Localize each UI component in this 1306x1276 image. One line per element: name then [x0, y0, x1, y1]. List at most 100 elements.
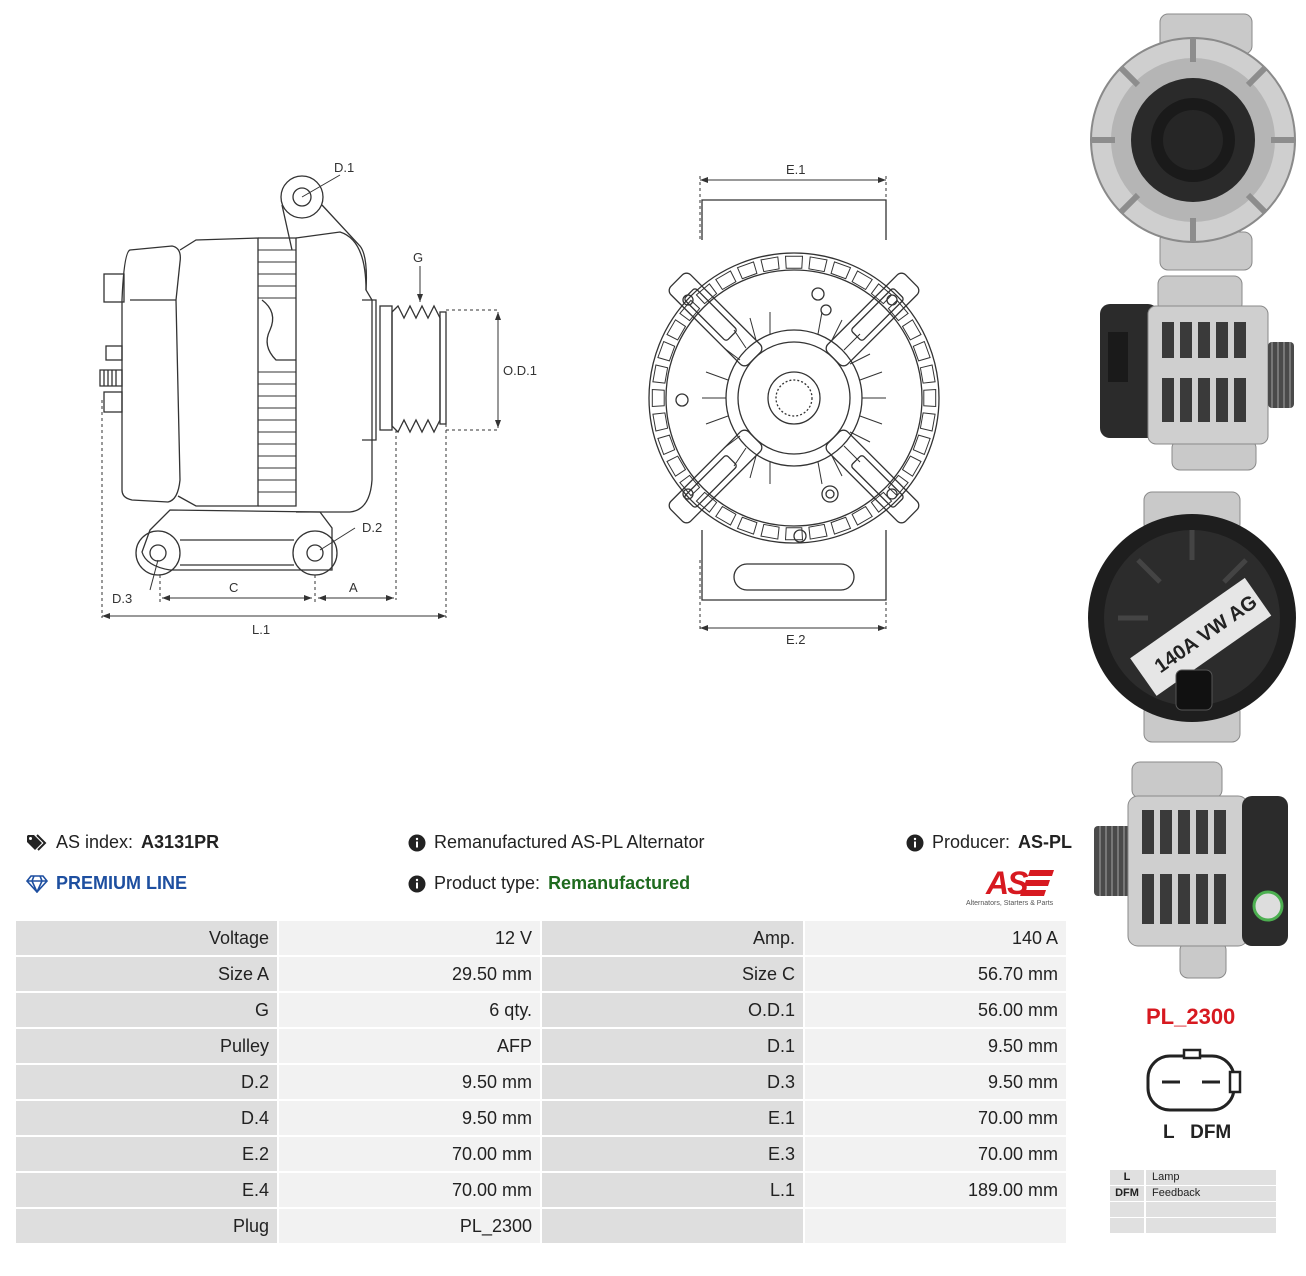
spec-key: D.2 [16, 1065, 277, 1099]
spec-value: PL_2300 [279, 1209, 540, 1243]
info-icon [408, 875, 426, 892]
spec-value: 9.50 mm [805, 1065, 1066, 1099]
plug-legend-desc [1146, 1202, 1276, 1217]
ring-tooth [851, 270, 873, 291]
ring-tooth [695, 491, 718, 513]
ring-tooth [760, 256, 780, 273]
spec-key: Pulley [16, 1029, 277, 1063]
label-e1: E.1 [786, 162, 806, 177]
spec-key: L.1 [542, 1173, 803, 1207]
plug-legend-desc: Feedback [1146, 1186, 1276, 1201]
ring-tooth [851, 505, 873, 526]
ring-tooth [651, 388, 665, 408]
diamond-icon [26, 874, 48, 893]
ring-tooth [666, 319, 687, 341]
label-od1: O.D.1 [503, 363, 537, 378]
spec-value: 12 V [279, 921, 540, 955]
spec-value: 9.50 mm [279, 1065, 540, 1099]
ring-tooth [919, 412, 936, 432]
spec-key: E.4 [16, 1173, 277, 1207]
info-icon [408, 834, 426, 851]
ring-tooth [679, 299, 701, 322]
premium-line-label: PREMIUM LINE [56, 873, 188, 893]
product-title-line: Remanufactured AS-PL Alternator [408, 832, 704, 853]
ring-tooth [715, 505, 737, 526]
spec-value: 56.70 mm [805, 957, 1066, 991]
ring-tooth [923, 388, 937, 408]
spec-key [542, 1209, 803, 1243]
spec-key: D.3 [542, 1065, 803, 1099]
ring-tooth [808, 256, 828, 273]
plug-connector-icon [1146, 1048, 1242, 1112]
spec-value: 70.00 mm [279, 1173, 540, 1207]
ring-tooth [887, 299, 909, 322]
label-c: C [229, 580, 238, 595]
ring-tooth [666, 455, 687, 477]
ring-tooth [901, 319, 922, 341]
ring-tooth [919, 364, 936, 384]
producer-label: Producer: [932, 832, 1011, 852]
spec-key: Plug [16, 1209, 277, 1243]
label-l1: L.1 [252, 622, 270, 637]
info-icon [906, 834, 924, 851]
ring-tooth [736, 261, 758, 280]
premium-line: PREMIUM LINE [26, 873, 187, 894]
spec-key: D.4 [16, 1101, 277, 1135]
ring-tooth [695, 283, 718, 305]
spec-value: 70.00 mm [279, 1137, 540, 1171]
ring-tooth [870, 491, 893, 513]
spec-value: 29.50 mm [279, 957, 540, 991]
plug-legend-row [1110, 1202, 1276, 1217]
spec-value: 140 A [805, 921, 1066, 955]
label-d2: D.2 [362, 520, 382, 535]
ring-tooth [784, 255, 804, 269]
ring-tooth [715, 270, 737, 291]
spec-value: 70.00 mm [805, 1101, 1066, 1135]
spec-key: D.1 [542, 1029, 803, 1063]
spec-value [805, 1209, 1066, 1243]
tags-icon [27, 833, 47, 851]
product-photo-front [1090, 13, 1296, 271]
ring-tooth [760, 523, 780, 540]
plug-legend-pin: L [1110, 1170, 1144, 1185]
ring-tooth [679, 474, 701, 497]
as-index-label: AS index: [56, 832, 134, 852]
ring-tooth [830, 516, 852, 535]
label-a: A [349, 580, 358, 595]
spec-key: O.D.1 [542, 993, 803, 1027]
product-photo-rear: 140A VW AG [1088, 491, 1296, 743]
spec-key: E.2 [16, 1137, 277, 1171]
spec-value: AFP [279, 1029, 540, 1063]
spec-key: Size A [16, 957, 277, 991]
ring-tooth [652, 364, 669, 384]
plug-code: PL_2300 [1146, 1004, 1236, 1029]
product-photo-side [1100, 275, 1294, 471]
plug-legend-pin [1110, 1202, 1144, 1217]
product-type-line: Product type: Remanufactured [408, 873, 690, 894]
plug-legend-desc: Lamp [1146, 1170, 1276, 1185]
spec-key: G [16, 993, 277, 1027]
spec-key: Amp. [542, 921, 803, 955]
spec-value: 189.00 mm [805, 1173, 1066, 1207]
plug-pins: L DFM [1163, 1122, 1232, 1143]
label-d1: D.1 [334, 160, 354, 175]
spec-key: Size C [542, 957, 803, 991]
ring-tooth [808, 523, 828, 540]
ring-tooth [784, 527, 804, 541]
label-d3: D.3 [112, 591, 132, 606]
spec-value: 70.00 mm [805, 1137, 1066, 1171]
ring-tooth [830, 261, 852, 280]
product-type-label: Product type: [434, 873, 541, 893]
plug-legend-pin: DFM [1110, 1186, 1144, 1201]
logo-tagline: Alternators, Starters & Parts [966, 900, 1054, 907]
as-index-value: A3131PR [141, 832, 220, 852]
ring-tooth [870, 283, 893, 305]
ring-tooth [901, 455, 922, 477]
